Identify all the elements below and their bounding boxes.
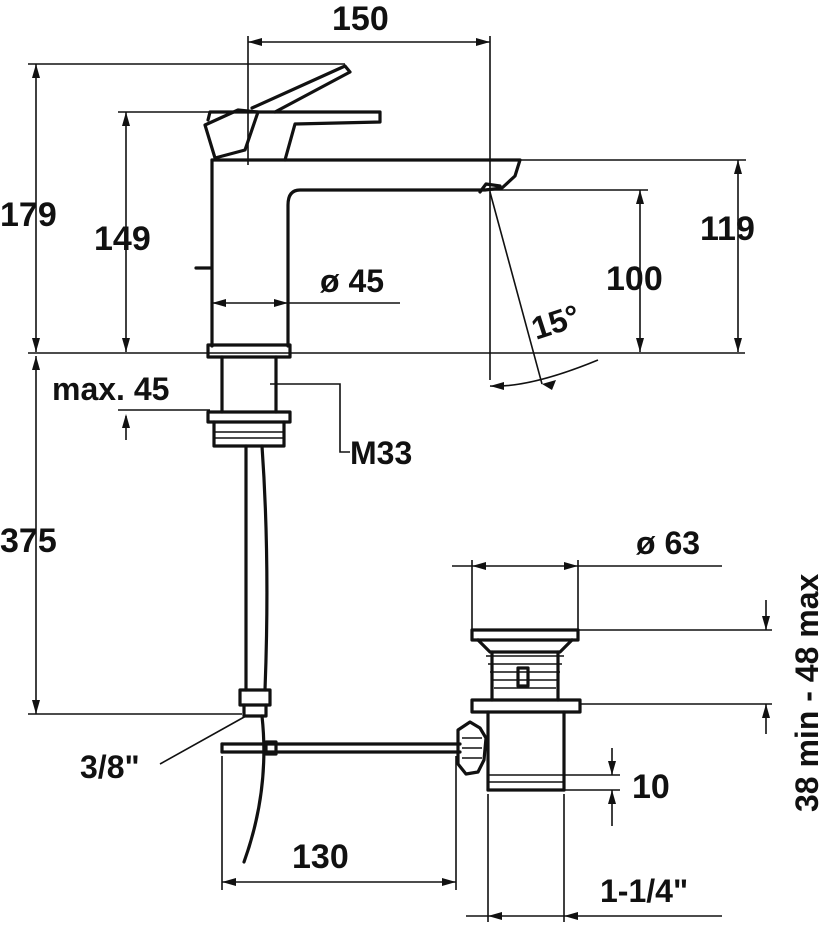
- faucet-body: [194, 64, 522, 448]
- dim-angle-15: 15°: [527, 297, 584, 346]
- dim-range-38-48: 38 min - 48 max: [789, 573, 825, 812]
- thread-1-1-4-label: 1-1/4": [600, 873, 688, 909]
- dim-width-150: 150: [332, 0, 389, 38]
- dim-height-179: 179: [0, 196, 57, 234]
- dim-130: 130: [292, 838, 349, 876]
- thread-m33-label: M33: [350, 435, 412, 471]
- dim-length-375: 375: [0, 522, 57, 560]
- flexible-hose: [238, 444, 272, 864]
- waste-drain: [470, 628, 582, 792]
- dim-height-119: 119: [700, 210, 755, 248]
- hose-thread-label: 3/8": [80, 749, 140, 785]
- dim-diameter-45: ø 45: [320, 263, 384, 299]
- dim-diameter-63: ø 63: [636, 525, 700, 561]
- dimension-lines: [28, 36, 772, 922]
- dim-max-45: max. 45: [52, 371, 169, 407]
- dim-height-100: 100: [606, 260, 663, 298]
- popup-rod: [220, 720, 488, 776]
- dim-height-149: 149: [94, 220, 151, 258]
- dim-10: 10: [632, 768, 670, 806]
